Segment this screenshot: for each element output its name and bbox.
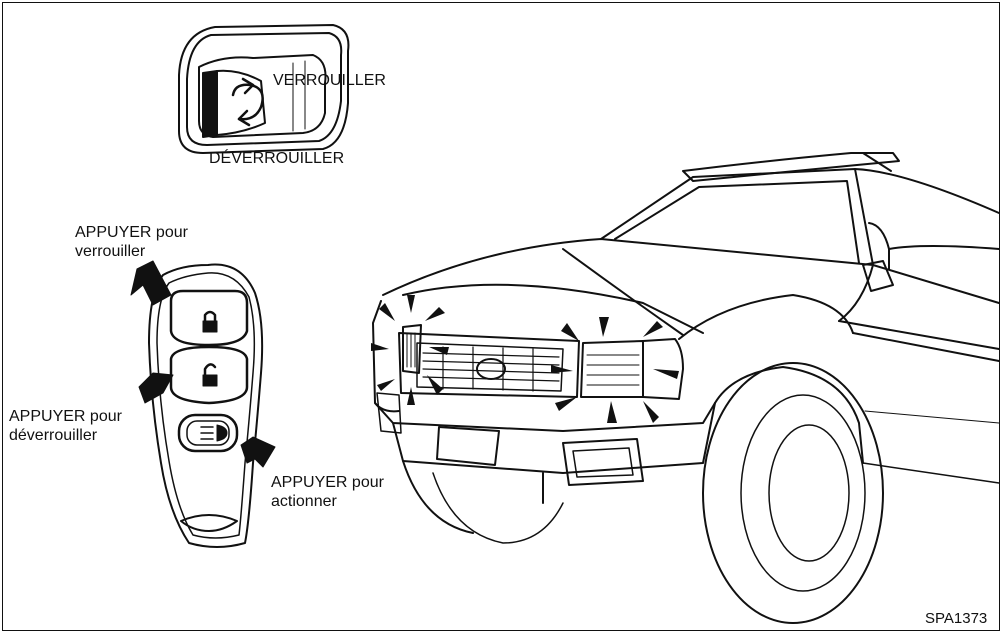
- figure-code: SPA1373: [925, 610, 988, 627]
- unlock-button: [169, 345, 249, 405]
- lock-label: VERROUILLER: [273, 72, 386, 89]
- flash-rays: [371, 295, 679, 423]
- lock-instruction-line2: verrouiller: [75, 243, 146, 260]
- arrow-panic: [240, 436, 276, 468]
- lock-button: [169, 289, 249, 347]
- headlight-icon: [200, 424, 228, 442]
- license-plate: [436, 426, 500, 466]
- lock-icon: [202, 310, 218, 333]
- arrow-unlock: [138, 372, 174, 404]
- panic-instruction-line1: APPUYER pour: [271, 474, 384, 491]
- lock-instruction: APPUYER pour verrouiller: [75, 223, 188, 261]
- panic-button: [177, 413, 239, 453]
- unlock-label: DÉVERROUILLER: [209, 150, 345, 167]
- panic-instruction-line2: actionner: [271, 493, 337, 510]
- door-lock-knob: [178, 24, 350, 154]
- unlock-instruction-line1: APPUYER pour: [9, 408, 122, 425]
- panic-instruction: APPUYER pour actionner: [271, 473, 384, 511]
- unlock-icon: [202, 363, 218, 387]
- unlock-instruction: APPUYER pour déverrouiller: [9, 407, 122, 445]
- arrow-lock: [130, 260, 172, 306]
- unlock-instruction-line2: déverrouiller: [9, 427, 98, 444]
- remote-key-fob: [130, 260, 276, 548]
- illustration: [130, 24, 1000, 624]
- lock-instruction-line1: APPUYER pour: [75, 224, 188, 241]
- vehicle: [372, 152, 1000, 624]
